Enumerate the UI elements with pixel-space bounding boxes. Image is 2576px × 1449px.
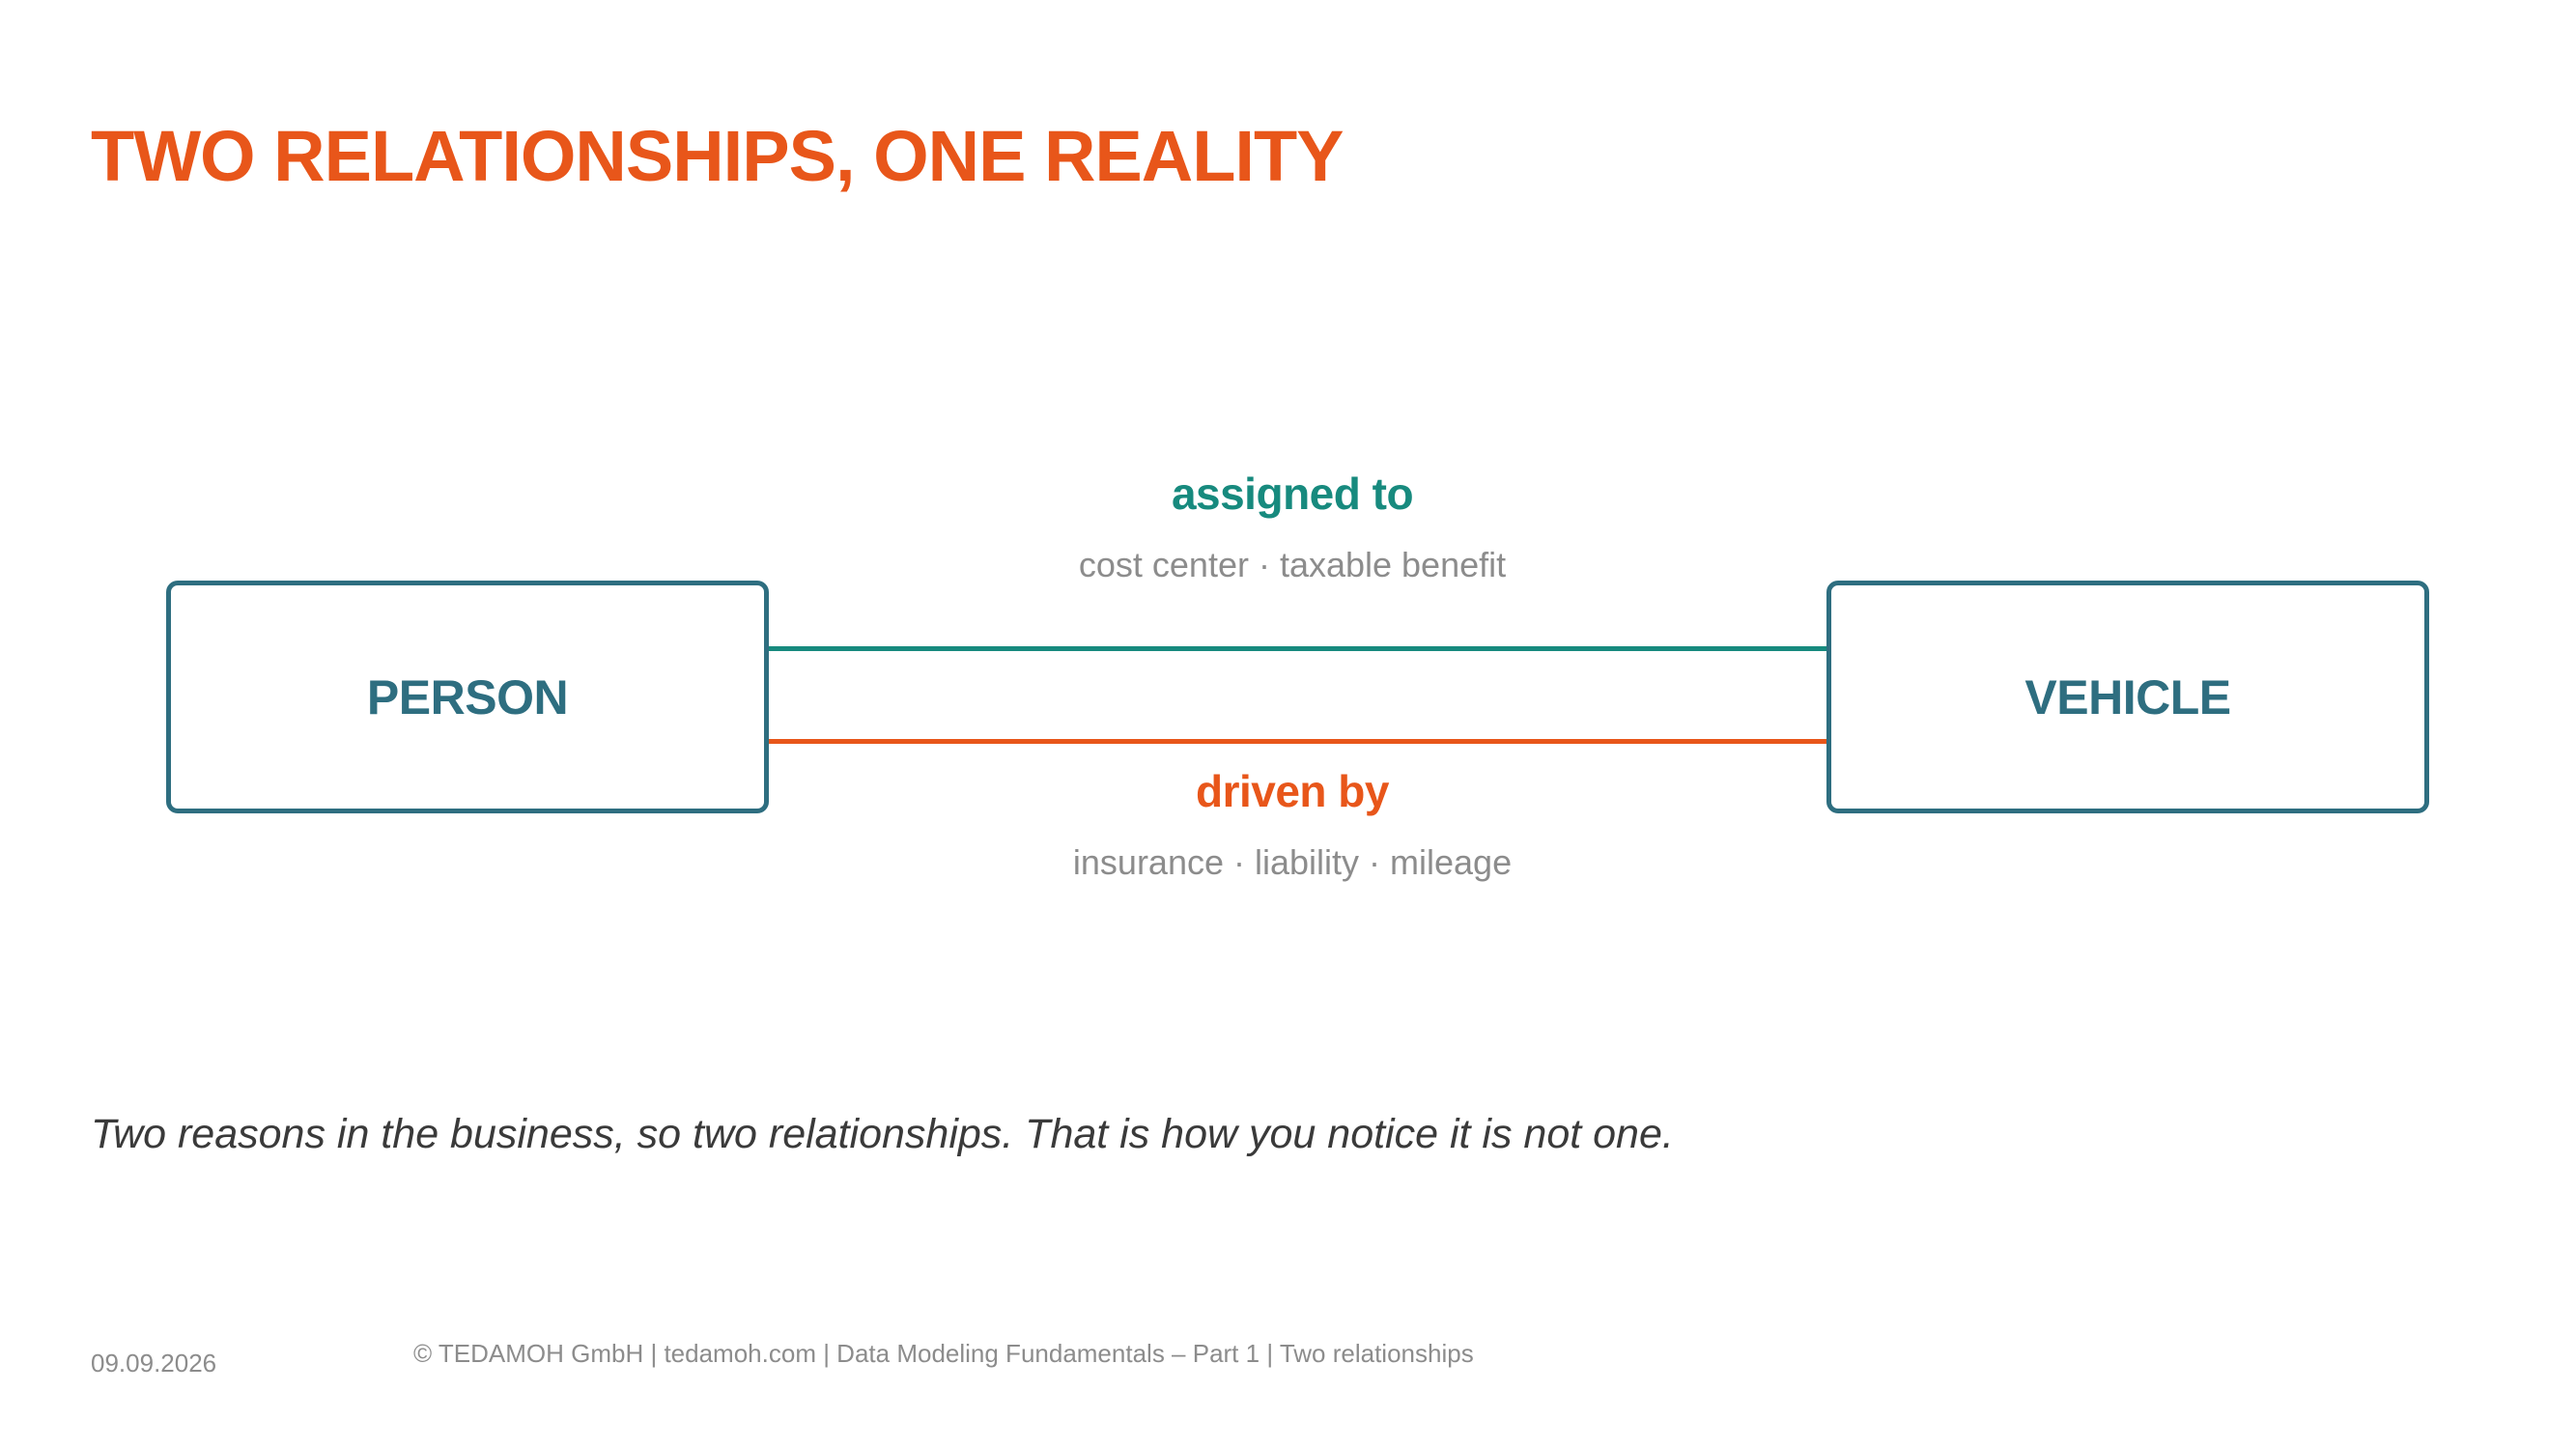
footer-text: © TEDAMOH GmbH | tedamoh.com | Data Mode…	[413, 1339, 1474, 1368]
relationship-line-assigned-to	[763, 646, 1833, 651]
entity-vehicle: VEHICLE	[1826, 581, 2429, 813]
relationship-detail-driven-by: insurance · liability · mileage	[1072, 842, 1513, 882]
entity-person: PERSON	[166, 581, 769, 813]
relationship-label-driven-by: driven by	[1195, 766, 1390, 816]
footer-date: 09.09.2026	[91, 1349, 217, 1378]
entity-label-vehicle: VEHICLE	[2024, 669, 2231, 724]
slide-caption: Two reasons in the business, so two rela…	[91, 1111, 1674, 1157]
relationship-label-assigned-to: assigned to	[1171, 469, 1414, 519]
slide-title: TWO RELATIONSHIPS, ONE REALITY	[91, 116, 1345, 196]
relationship-line-driven-by	[763, 739, 1833, 744]
relationship-detail-assigned-to: cost center · taxable benefit	[1078, 545, 1507, 584]
entity-label-person: PERSON	[366, 669, 569, 724]
